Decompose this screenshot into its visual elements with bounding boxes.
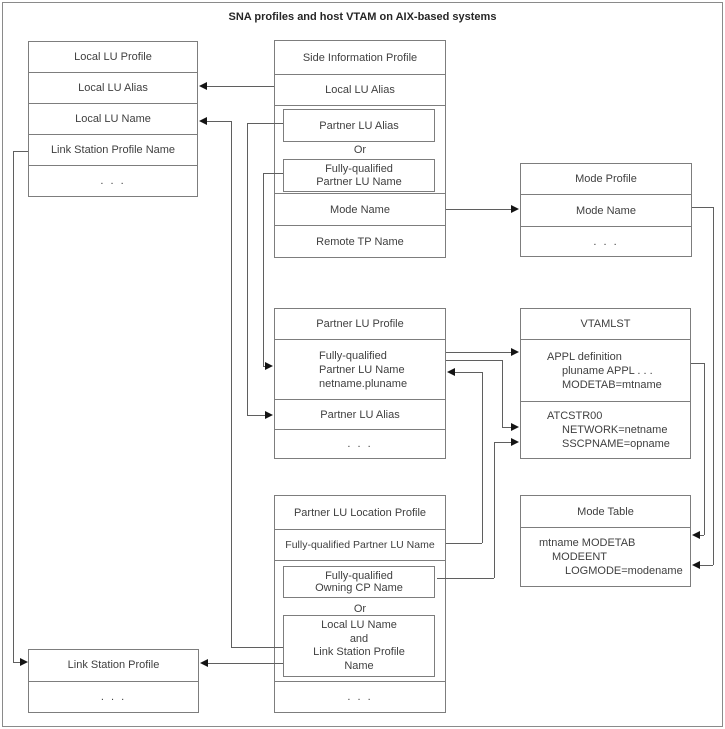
local-lu-alias-cell: Local LU Alias — [275, 74, 445, 105]
connector-line — [263, 173, 264, 366]
connector-line — [446, 543, 482, 544]
connector-line — [247, 415, 265, 416]
connector-line — [700, 535, 704, 536]
fully-qualified-partner-lu-name-cell: Fully-qualified Partner LU Name netname.… — [275, 339, 445, 399]
diagram-title: SNA profiles and host VTAM on AIX-based … — [228, 11, 497, 23]
mode-table-line-3: LOGMODE=modename — [565, 565, 683, 577]
arrowhead-icon — [447, 368, 455, 376]
atcstr-line-2: NETWORK=netname — [562, 424, 668, 436]
partner-lu-location-header: Partner LU Location Profile — [293, 506, 427, 519]
ellipsis-cell: . . . — [521, 226, 691, 256]
remote-tp-name-cell: Remote TP Name — [275, 225, 445, 257]
local-lu-profile-box: Local LU Profile Local LU Alias Local LU… — [28, 41, 198, 197]
side-information-profile-box: Side Information Profile Local LU Alias … — [274, 40, 446, 258]
mode-table-line-1: mtname MODETAB — [539, 537, 636, 549]
ellipsis-cell: . . . — [275, 429, 445, 458]
connector-line — [437, 578, 494, 579]
connector-line — [713, 207, 714, 565]
connector-line — [231, 121, 232, 647]
link-station-profile-box: Link Station Profile . . . — [28, 649, 199, 713]
local-lu-alias-cell: Local LU Alias — [29, 72, 197, 103]
connector-line — [494, 442, 511, 443]
connector-line — [692, 207, 713, 208]
partner-lu-choice-cell: Partner LU Alias Or Fully-qualified Part… — [275, 105, 445, 193]
appl-line-1: APPL definition — [547, 350, 622, 363]
arrowhead-icon — [511, 423, 519, 431]
connector-line — [247, 123, 283, 124]
mode-profile-box: Mode Profile Mode Name . . . — [520, 163, 692, 257]
partner-lu-alias-cell: Partner LU Alias — [275, 399, 445, 429]
connector-line — [482, 372, 483, 543]
ellipsis-cell: . . . — [275, 681, 445, 712]
local-lu-name-and-link-station-inner-box: Local LU Name and Link Station Profile N… — [283, 615, 435, 677]
atcstr-line-1: ATCSTR00 — [547, 410, 603, 422]
arrowhead-icon — [200, 659, 208, 667]
mode-name-cell: Mode Name — [521, 194, 691, 226]
connector-line — [502, 427, 511, 428]
arrowhead-icon — [511, 348, 519, 356]
connector-line — [263, 173, 283, 174]
fully-qualified-partner-lu-name-cell: Fully-qualified Partner LU Name — [275, 529, 445, 560]
connector-line — [455, 372, 482, 373]
connector-line — [502, 360, 503, 427]
connector-line — [231, 647, 283, 648]
arrowhead-icon — [20, 658, 28, 666]
partner-lu-profile-box: Partner LU Profile Fully-qualified Partn… — [274, 308, 446, 459]
fully-qualified-owning-cp-name-inner-box: Fully-qualified Owning CP Name — [283, 566, 435, 598]
connector-line — [207, 86, 274, 87]
mode-table-line-2: MODEENT — [552, 551, 607, 563]
connector-line — [446, 352, 511, 353]
partner-lu-profile-header: Partner LU Profile — [316, 318, 404, 330]
connector-line — [13, 151, 28, 152]
connector-line — [208, 663, 283, 664]
fully-qualified-partner-lu-name-inner-box: Fully-qualified Partner LU Name — [283, 159, 435, 192]
connector-line — [691, 363, 704, 364]
ellipsis-cell: . . . — [29, 680, 198, 713]
atcstr00-cell: ATCSTR00 NETWORK=netname SSCPNAME=opname — [521, 401, 690, 458]
vtamlst-header: VTAMLST — [580, 318, 631, 330]
partner-lu-alias-inner-box: Partner LU Alias — [283, 109, 435, 142]
mode-profile-header: Mode Profile — [575, 173, 637, 185]
ellipsis-cell: . . . — [29, 165, 197, 196]
connector-line — [13, 151, 14, 662]
mode-table-header: Mode Table — [577, 505, 634, 518]
arrowhead-icon — [199, 117, 207, 125]
appl-line-2: pluname APPL . . . — [562, 364, 653, 377]
connector-line — [700, 565, 713, 566]
connector-line — [247, 123, 248, 415]
mode-table-box: Mode Table mtname MODETAB MODEENT LOGMOD… — [520, 495, 691, 587]
arrowhead-icon — [692, 531, 700, 539]
partner-lu-location-profile-box: Partner LU Location Profile Fully-qualif… — [274, 495, 446, 713]
link-station-profile-name-cell: Link Station Profile Name — [29, 134, 197, 165]
or-label: Or — [353, 144, 367, 156]
atcstr-line-3: SSCPNAME=opname — [562, 438, 670, 450]
arrowhead-icon — [692, 561, 700, 569]
arrowhead-icon — [265, 411, 273, 419]
vtamlst-box: VTAMLST APPL definition pluname APPL . .… — [520, 308, 691, 459]
arrowhead-icon — [511, 205, 519, 213]
connector-line — [207, 121, 231, 122]
arrowhead-icon — [511, 438, 519, 446]
local-lu-name-cell: Local LU Name — [29, 103, 197, 134]
link-station-profile-header: Link Station Profile — [67, 659, 160, 672]
local-lu-profile-header: Local LU Profile — [74, 51, 152, 63]
arrowhead-icon — [265, 362, 273, 370]
connector-line — [494, 442, 495, 578]
location-choice-cell: Fully-qualified Owning CP Name Or Local … — [275, 560, 445, 681]
connector-line — [13, 662, 20, 663]
arrowhead-icon — [199, 82, 207, 90]
side-information-header: Side Information Profile — [302, 51, 418, 64]
appl-definition-cell: APPL definition pluname APPL . . . MODET… — [521, 339, 690, 401]
connector-line — [704, 363, 705, 535]
connector-line — [446, 360, 502, 361]
appl-line-3: MODETAB=mtname — [562, 378, 662, 391]
mode-table-content-cell: mtname MODETAB MODEENT LOGMODE=modename — [521, 527, 690, 586]
connector-line — [446, 209, 511, 210]
connector-line — [263, 366, 266, 367]
mode-name-cell: Mode Name — [275, 193, 445, 225]
or-label: Or — [353, 603, 367, 615]
